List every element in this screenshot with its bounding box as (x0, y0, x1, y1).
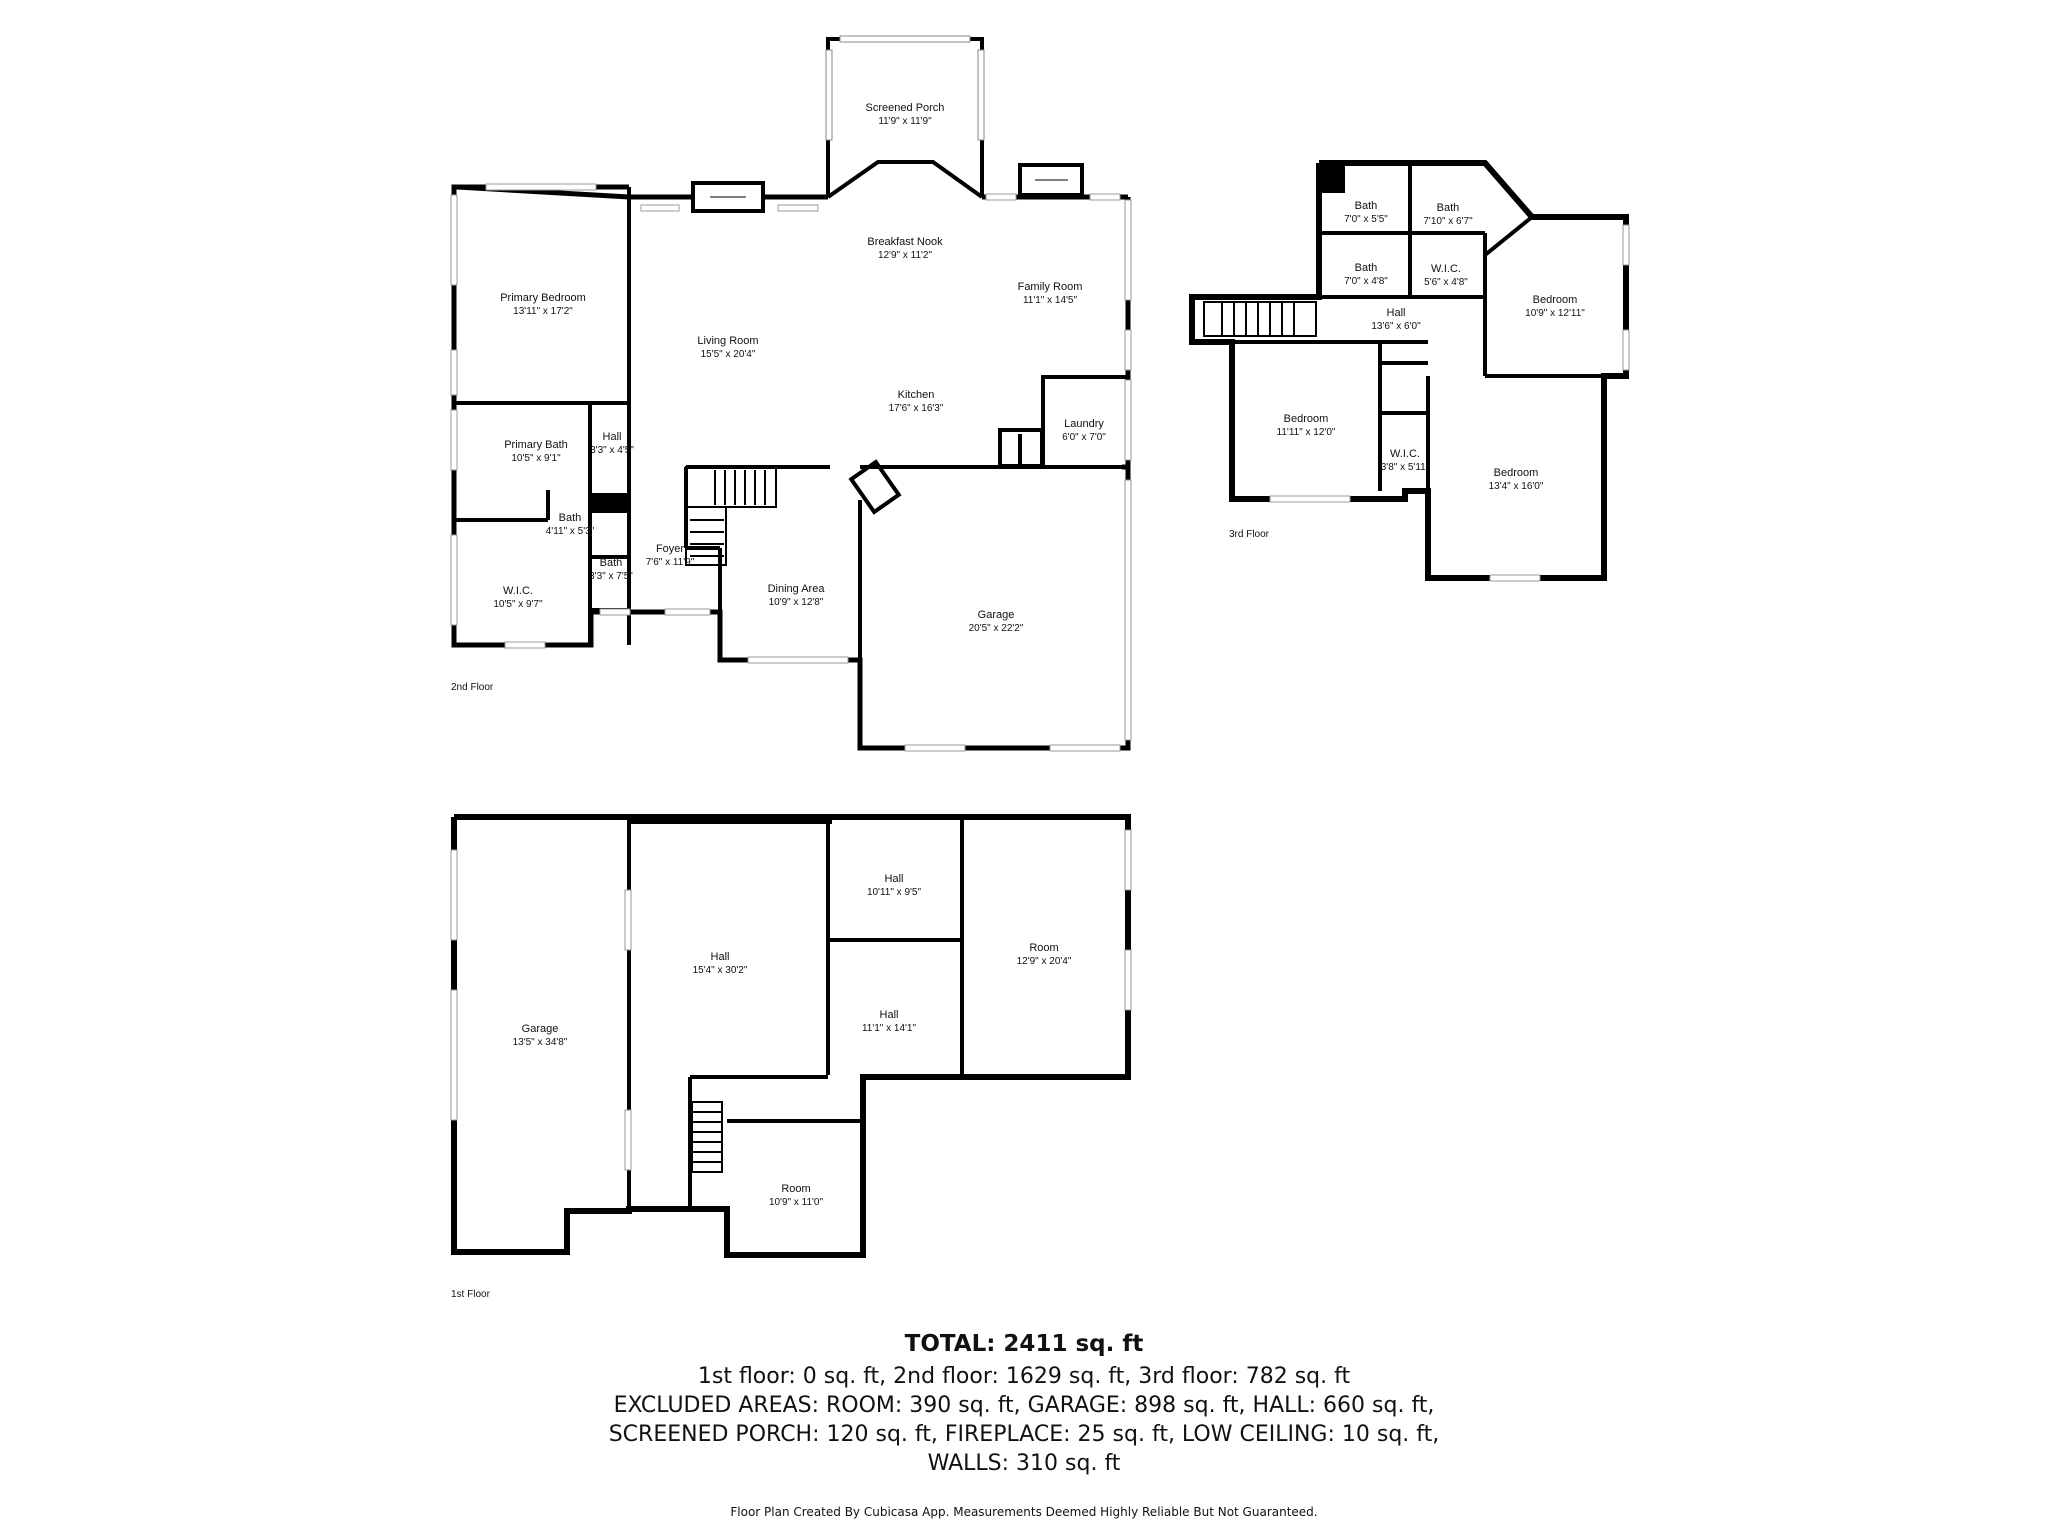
third-wic-a-name: W.I.C. (1431, 263, 1461, 275)
third-bedroom-c-name: Bedroom (1494, 467, 1539, 479)
third-wic-b-dim: 3'8" x 5'11" (1381, 462, 1430, 473)
foyer-dim: 7'6" x 11'9" (646, 557, 695, 568)
total-area: TOTAL: 2411 sq. ft (904, 1331, 1144, 1357)
primary-bath-name: Primary Bath (504, 439, 568, 451)
breakfast-nook-dim: 12'9" x 11'2" (878, 250, 933, 261)
third-bath-c-dim: 7'0" x 4'8" (1344, 276, 1388, 287)
third-floor-stairs (1203, 301, 1317, 337)
kitchen-island-stair (848, 459, 902, 515)
first-room-bottom-dim: 10'9" x 11'0" (769, 1197, 824, 1208)
kitchen-dim: 17'6" x 16'3" (889, 403, 944, 414)
first-hall-mid-name: Hall (880, 1009, 899, 1021)
first-room-right-name: Room (1029, 942, 1058, 954)
third-hall-dim: 13'6" x 6'0" (1371, 321, 1421, 332)
first-floor-windows (450, 829, 1132, 1171)
floor-areas-line: 1st floor: 0 sq. ft, 2nd floor: 1629 sq.… (697, 1364, 1351, 1389)
first-hall-mid-dim: 11'1" x 14'1" (862, 1023, 917, 1034)
excluded-areas-line-1: EXCLUDED AREAS: ROOM: 390 sq. ft, GARAGE… (613, 1393, 1435, 1418)
dining-area-dim: 10'9" x 12'8" (769, 597, 824, 608)
primary-bath-dim: 10'5" x 9'1" (511, 453, 561, 464)
excluded-areas-line-2: SCREENED PORCH: 120 sq. ft, FIREPLACE: 2… (608, 1422, 1440, 1447)
third-bath-a-dim: 7'0" x 5'5" (1344, 214, 1388, 225)
screened-porch-windows (825, 35, 985, 141)
wic-name: W.I.C. (503, 585, 533, 597)
first-room-bottom-name: Room (781, 1183, 810, 1195)
third-floor-windows (1269, 224, 1630, 582)
second-floor-stairs (685, 466, 777, 566)
screened-porch-name: Screened Porch (866, 102, 945, 114)
first-garage-name: Garage (522, 1023, 559, 1035)
living-room-dim: 15'5" x 20'4" (701, 349, 756, 360)
low-ceiling-block (1319, 163, 1345, 193)
third-bedroom-a-dim: 10'9" x 12'11" (1525, 308, 1585, 319)
first-floor-top-wall-thick (629, 814, 832, 824)
closet-block (590, 493, 628, 513)
third-bath-b-name: Bath (1437, 202, 1460, 214)
bath-2-name: Bath (600, 557, 623, 569)
third-bedroom-b-dim: 11'11" x 12'0" (1277, 427, 1336, 438)
second-hall-dim: 3'3" x 4'5" (590, 445, 634, 456)
second-floor-windows (450, 183, 1132, 752)
third-bath-a-name: Bath (1355, 200, 1378, 212)
bath-2-dim: 3'3" x 7'5" (589, 571, 633, 582)
third-wic-b-name: W.I.C. (1390, 448, 1420, 460)
fireplace-bricks (710, 179, 1068, 198)
laundry-walls (998, 375, 1128, 468)
third-bedroom-c-dim: 13'4" x 16'0" (1489, 481, 1544, 492)
laundry-name: Laundry (1064, 418, 1104, 430)
third-floor-plan: Bath 7'0" x 5'5" Bath 7'10" x 6'7" Bath … (1189, 160, 1630, 582)
bath-small-dim: 4'11" x 5'3" (546, 526, 595, 537)
second-hall-name: Hall (603, 431, 622, 443)
excluded-areas-line-3: WALLS: 310 sq. ft (927, 1451, 1121, 1476)
third-wic-a-dim: 5'6" x 4'8" (1424, 277, 1468, 288)
third-hall-name: Hall (1387, 307, 1406, 319)
second-floor-label: 2nd Floor (451, 682, 494, 693)
first-hall-big-dim: 15'4" x 30'2" (693, 965, 748, 976)
family-room-name: Family Room (1018, 281, 1083, 293)
first-hall-top-dim: 10'11" x 9'5" (867, 887, 922, 898)
first-floor-exterior-walls (451, 814, 1131, 1258)
laundry-dim: 6'0" x 7'0" (1062, 432, 1106, 443)
garage-2-dim: 20'5" x 22'2" (969, 623, 1024, 634)
garage-2-name: Garage (978, 609, 1015, 621)
first-hall-big-name: Hall (711, 951, 730, 963)
third-floor-label: 3rd Floor (1229, 529, 1270, 540)
first-floor-plan: Garage 13'5" x 34'8" Hall 15'4" x 30'2" … (450, 814, 1132, 1300)
disclaimer-footer: Floor Plan Created By Cubicasa App. Meas… (730, 1505, 1318, 1519)
screened-porch-dim: 11'9" x 11'9" (878, 116, 932, 127)
first-floor-interior-walls (627, 817, 964, 1211)
primary-bedroom-name: Primary Bedroom (500, 292, 586, 304)
third-bath-b-dim: 7'10" x 6'7" (1423, 216, 1473, 227)
bath-small-name: Bath (559, 512, 582, 524)
third-floor-interior-walls (1232, 163, 1604, 491)
living-room-name: Living Room (697, 335, 758, 347)
primary-bedroom-dim: 13'11" x 17'2" (513, 306, 573, 317)
first-floor-label: 1st Floor (451, 1289, 491, 1300)
first-garage-dim: 13'5" x 34'8" (513, 1037, 568, 1048)
fireplace-icons (691, 163, 1084, 213)
first-room-right-dim: 12'9" x 20'4" (1017, 956, 1072, 967)
dining-area-name: Dining Area (768, 583, 826, 595)
first-hall-top-name: Hall (885, 873, 904, 885)
kitchen-name: Kitchen (898, 389, 935, 401)
first-floor-stairs (691, 1101, 723, 1173)
third-bath-c-name: Bath (1355, 262, 1378, 274)
wic-dim: 10'5" x 9'7" (493, 599, 543, 610)
second-floor-plan: Screened Porch 11'9" x 11'9" Breakfast N… (450, 35, 1132, 752)
foyer-name: Foyer (656, 543, 684, 555)
family-room-dim: 11'1" x 14'5" (1023, 295, 1078, 306)
third-bedroom-a-name: Bedroom (1533, 294, 1578, 306)
breakfast-nook-name: Breakfast Nook (867, 236, 943, 248)
third-bedroom-b-name: Bedroom (1284, 413, 1329, 425)
